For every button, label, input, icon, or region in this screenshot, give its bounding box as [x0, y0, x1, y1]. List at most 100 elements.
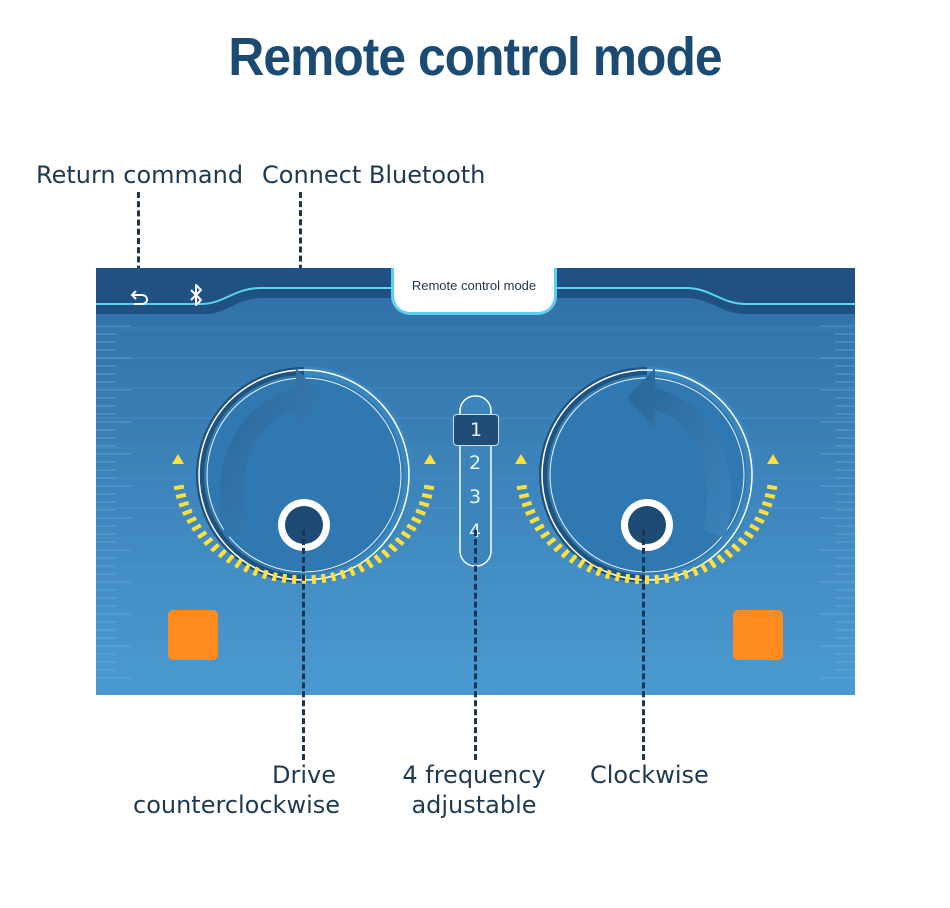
speed-tick: [708, 558, 717, 569]
speed-tick: [182, 508, 193, 516]
speed-tick: [518, 492, 530, 499]
speed-tick: [421, 492, 433, 499]
mode-label-pill: Remote control mode: [394, 268, 554, 312]
callout-frequency-line1: 4 frequency: [402, 761, 546, 789]
page-title: Remote control mode: [228, 27, 722, 87]
speed-tick: [700, 562, 708, 573]
frequency-option-2[interactable]: 2: [468, 452, 482, 474]
ruler-left: [96, 325, 131, 679]
speed-tick: [634, 574, 640, 584]
speed-tick: [673, 571, 680, 582]
leader-line-clockwise: [642, 530, 645, 760]
frequency-selector: 1 2 3 4: [453, 414, 499, 550]
right-action-button[interactable]: [733, 610, 783, 660]
left-tick-arrow-outer: [172, 454, 184, 464]
speed-tick: [568, 554, 578, 564]
left-speed-ticks: [173, 484, 435, 585]
speed-tick: [521, 500, 533, 508]
speed-tick: [560, 548, 571, 559]
speed-tick: [339, 569, 347, 580]
speed-tick: [716, 554, 726, 564]
speed-tick: [291, 574, 297, 584]
speed-tick: [754, 516, 765, 524]
frequency-option-1[interactable]: 1: [453, 414, 499, 446]
speed-tick: [723, 548, 734, 559]
right-rotation-arrow: [627, 368, 732, 538]
speed-tick: [586, 562, 594, 573]
speed-tick: [654, 574, 660, 584]
speed-tick: [271, 571, 278, 582]
speed-tick: [365, 558, 374, 569]
speed-tick: [525, 508, 536, 516]
speed-tick: [691, 566, 699, 577]
speed-tick: [529, 516, 540, 524]
speed-tick: [595, 566, 603, 577]
back-icon-graphic: [130, 290, 149, 305]
speed-tick: [388, 543, 398, 553]
speed-tick: [406, 523, 417, 532]
speed-tick: [234, 558, 243, 569]
right-tick-arrow-inner: [515, 454, 527, 464]
bluetooth-icon[interactable]: [184, 282, 210, 312]
callout-return-command: Return command: [36, 161, 244, 189]
frequency-option-3[interactable]: 3: [468, 486, 482, 508]
speed-tick: [553, 543, 563, 553]
left-tick-arrow-inner: [424, 454, 436, 464]
speed-tick: [373, 554, 383, 564]
speed-tick: [534, 523, 545, 532]
speed-tick: [758, 508, 769, 516]
leader-line-bluetooth: [299, 192, 302, 298]
speed-tick: [743, 530, 754, 540]
speed-tick: [682, 569, 690, 580]
speed-tick: [731, 543, 741, 553]
speed-tick: [764, 492, 776, 499]
speed-tick: [766, 484, 778, 491]
right-knob: [628, 506, 666, 544]
speed-tick: [197, 530, 208, 540]
speed-tick: [516, 484, 528, 491]
speed-tick: [663, 573, 670, 584]
speed-tick: [186, 516, 197, 524]
left-action-button[interactable]: [168, 610, 218, 660]
left-knob: [285, 506, 323, 544]
speed-tick: [320, 573, 327, 584]
speed-tick: [357, 562, 365, 573]
speed-tick: [546, 537, 557, 546]
speed-tick: [400, 530, 411, 540]
left-rotation-arrow: [219, 368, 324, 538]
callout-drive: Drive: [272, 761, 336, 789]
speed-tick: [604, 569, 612, 580]
speed-tick: [380, 548, 391, 559]
speed-tick: [311, 574, 317, 584]
right-joystick-knob[interactable]: [619, 497, 675, 553]
callout-frequency-line2: adjustable: [411, 791, 537, 819]
speed-tick: [281, 573, 288, 584]
speed-tick: [348, 566, 356, 577]
right-tick-arrow-outer: [767, 454, 779, 464]
callout-clockwise: Clockwise: [590, 761, 709, 789]
speed-tick: [540, 530, 551, 540]
speed-tick: [423, 484, 435, 491]
speed-tick: [210, 543, 220, 553]
speed-tick: [178, 500, 190, 508]
speed-tick: [749, 523, 760, 532]
callout-counterclockwise: counterclockwise: [133, 791, 341, 819]
return-arrow-icon[interactable]: [124, 282, 154, 312]
speed-tick: [418, 500, 430, 508]
speed-tick: [394, 537, 405, 546]
speed-tick: [217, 548, 228, 559]
speed-tick: [624, 573, 631, 584]
speed-tick: [261, 569, 269, 580]
speed-tick: [203, 537, 214, 546]
speed-tick: [173, 484, 185, 491]
leader-line-drive: [302, 530, 305, 760]
speed-tick: [411, 516, 422, 524]
bluetooth-icon-graphic: [190, 284, 202, 306]
right-speed-ticks: [516, 484, 778, 585]
ruler-right: [820, 325, 855, 679]
leader-line-return: [137, 192, 140, 290]
speed-tick: [761, 500, 773, 508]
speed-tick: [577, 558, 586, 569]
speed-tick: [330, 571, 337, 582]
speed-tick: [415, 508, 426, 516]
